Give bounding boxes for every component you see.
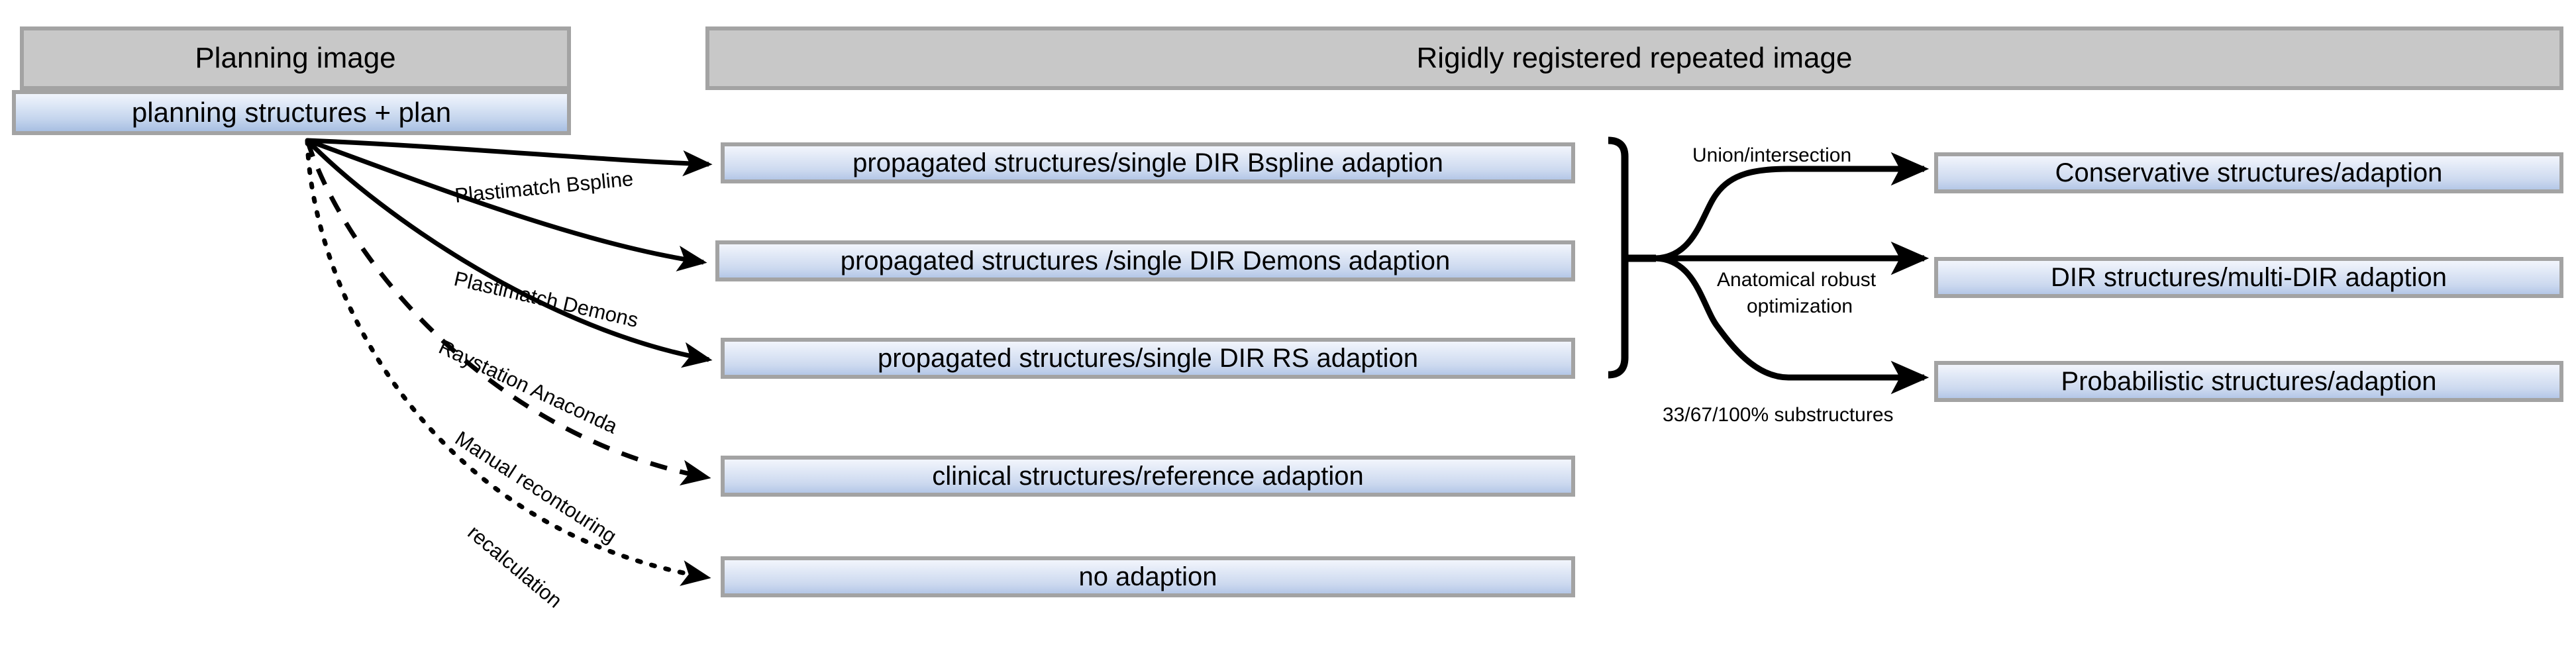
title-bar-planning-image: Planning image [20, 26, 571, 90]
right-box-dir-structures: DIR structures/multi-DIR adaption [1934, 257, 2563, 298]
fanout-label-substructures: 33/67/100% substructures [1663, 404, 1894, 426]
middle-box-no-adaption: no adaption [721, 556, 1575, 597]
fanout-label-optimization-text: optimization [1747, 295, 1853, 317]
middle-box-bspline-adaption: propagated structures/single DIR Bspline… [721, 142, 1575, 183]
right-box-probabilistic-structures: Probabilistic structures/adaption [1934, 361, 2563, 402]
edge-raystation-anaconda [305, 138, 713, 368]
right-box-conservative-structures-label: Conservative structures/adaption [2055, 158, 2443, 187]
dir-group-bracket [1608, 136, 1629, 379]
middle-box-rs-adaption-label: propagated structures/single DIR RS adap… [877, 344, 1418, 373]
source-fan-curves [305, 138, 713, 368]
edge-label-recalculation-text: recalculation [463, 521, 567, 613]
fanout-label-optimization: optimization [1747, 295, 1853, 318]
edge-label-raystation-anaconda: Raystation Anaconda [435, 335, 621, 438]
fanout-label-anatomical-robust: Anatomical robust [1717, 269, 1876, 291]
fanout-label-union-intersection: Union/intersection [1692, 144, 1851, 167]
edge-plastimatch-bspline [307, 138, 713, 177]
right-box-probabilistic-structures-label: Probabilistic structures/adaption [2061, 367, 2437, 396]
fanout-label-union-intersection-text: Union/intersection [1692, 144, 1852, 166]
edge-label-plastimatch-demons-text: Plastimatch Demons [452, 267, 641, 332]
middle-box-demons-adaption: propagated structures /single DIR Demons… [715, 240, 1575, 281]
source-box-planning-structures: planning structures + plan [12, 90, 571, 135]
middle-box-clinical-reference-adaption-label: clinical structures/reference adaption [932, 462, 1364, 491]
fanout-label-substructures-text: 33/67/100% substructures [1663, 404, 1894, 426]
right-box-conservative-structures: Conservative structures/adaption [1934, 152, 2563, 193]
edge-label-plastimatch-demons: Plastimatch Demons [452, 267, 641, 332]
title-bar-planning-image-label: Planning image [195, 41, 396, 74]
right-box-dir-structures-label: DIR structures/multi-DIR adaption [2051, 263, 2447, 292]
source-box-label: planning structures + plan [131, 96, 452, 128]
title-bar-rigidly-registered-label: Rigidly registered repeated image [1416, 41, 1853, 74]
edge-union-intersection [1655, 152, 1930, 262]
middle-box-demons-adaption-label: propagated structures /single DIR Demons… [840, 246, 1451, 275]
edge-label-plastimatch-bspline-text: Plastimatch Bspline [454, 167, 635, 207]
edge-recalculation [305, 138, 711, 586]
title-bar-rigidly-registered: Rigidly registered repeated image [705, 26, 2563, 90]
edge-label-plastimatch-bspline: Plastimatch Bspline [454, 167, 635, 208]
edge-label-recalculation: recalculation [463, 521, 567, 613]
middle-box-bspline-adaption-label: propagated structures/single DIR Bspline… [852, 148, 1443, 177]
edge-label-raystation-anaconda-text: Raystation Anaconda [435, 335, 621, 438]
middle-box-no-adaption-label: no adaption [1078, 562, 1217, 591]
fanout-label-anatomical-robust-text: Anatomical robust [1717, 269, 1877, 291]
middle-box-clinical-reference-adaption: clinical structures/reference adaption [721, 456, 1575, 497]
middle-box-rs-adaption: propagated structures/single DIR RS adap… [721, 338, 1575, 379]
